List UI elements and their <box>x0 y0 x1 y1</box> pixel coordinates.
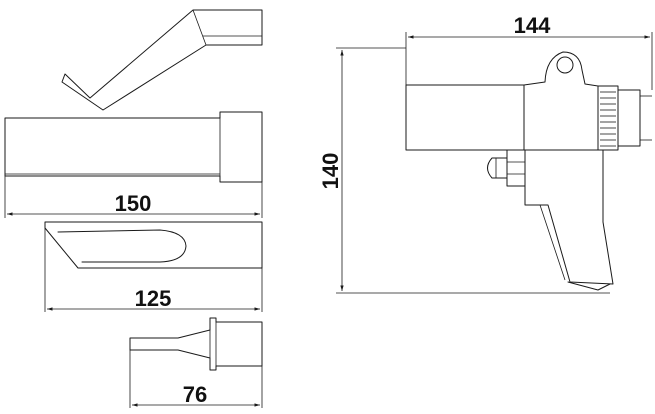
long-nozzle <box>4 111 263 218</box>
dim-gun-width: 144 <box>514 13 551 38</box>
dim-long-nozzle: 150 <box>115 191 152 216</box>
angled-nozzle <box>44 221 263 312</box>
blow-gun <box>405 51 652 291</box>
dim-gun-height: 140 <box>318 153 343 190</box>
dim-angled-nozzle: 125 <box>135 286 172 311</box>
short-nozzle <box>129 317 263 408</box>
dim-short-nozzle: 76 <box>183 382 207 407</box>
hook-nozzle <box>61 9 263 111</box>
